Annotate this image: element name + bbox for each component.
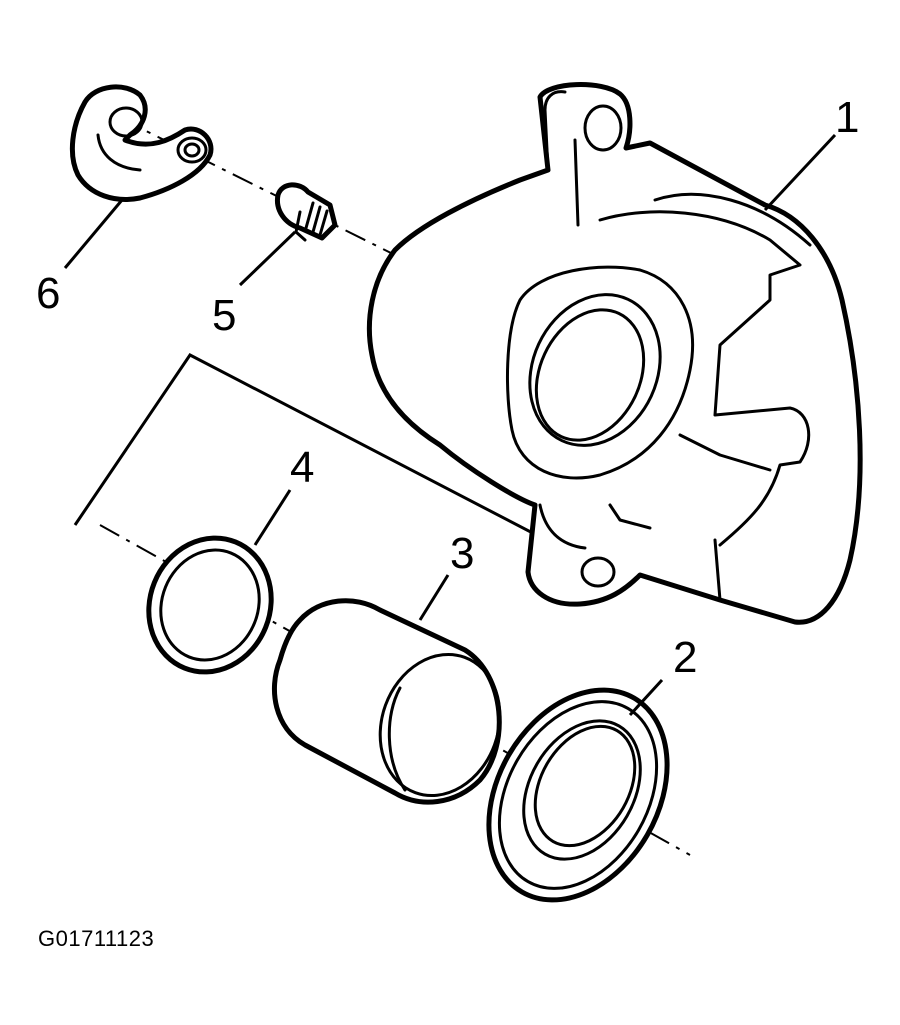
callout-5: 5 bbox=[212, 291, 236, 340]
leader-line-4 bbox=[253, 489, 292, 546]
seal-group-bracket bbox=[73, 353, 576, 557]
callout-3: 3 bbox=[450, 529, 474, 578]
callout-1: 1 bbox=[835, 93, 859, 142]
dust-boot bbox=[486, 687, 670, 903]
leader-line-3 bbox=[418, 574, 450, 621]
callout-6: 6 bbox=[36, 269, 60, 318]
piston-seal bbox=[146, 535, 274, 675]
figure-id-label: G01711123 bbox=[38, 926, 155, 951]
callout-2: 2 bbox=[673, 633, 697, 682]
caliper-housing bbox=[366, 82, 863, 625]
leader-line-1 bbox=[763, 133, 837, 212]
piston bbox=[272, 598, 502, 805]
callout-4: 4 bbox=[290, 443, 314, 492]
leader-line-5 bbox=[238, 230, 297, 287]
bleeder-cap bbox=[69, 84, 214, 202]
bleeder-valve bbox=[274, 182, 338, 242]
leader-line-6 bbox=[63, 199, 124, 269]
leader-line-2 bbox=[628, 678, 664, 717]
